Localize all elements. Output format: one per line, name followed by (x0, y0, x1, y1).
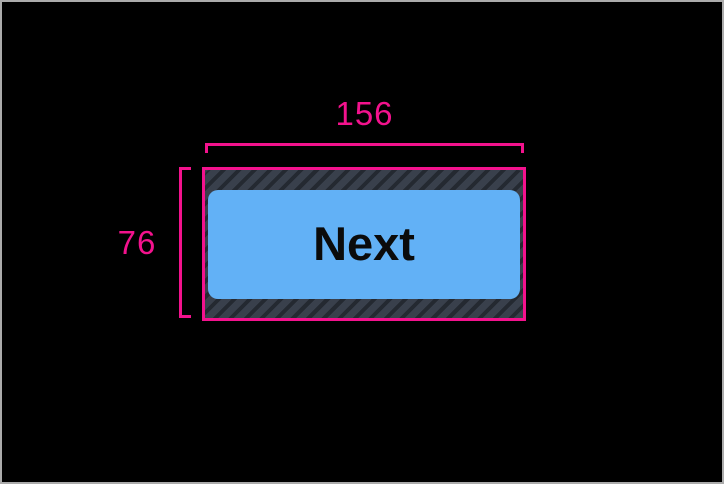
width-dimension-label: 156 (335, 95, 394, 132)
next-button[interactable]: Next (208, 190, 520, 299)
width-dimension-bracket (205, 143, 524, 153)
height-dimension-bracket (179, 167, 191, 318)
selected-element-outline: Next (202, 167, 526, 321)
height-dimension-label: 76 (117, 224, 157, 261)
